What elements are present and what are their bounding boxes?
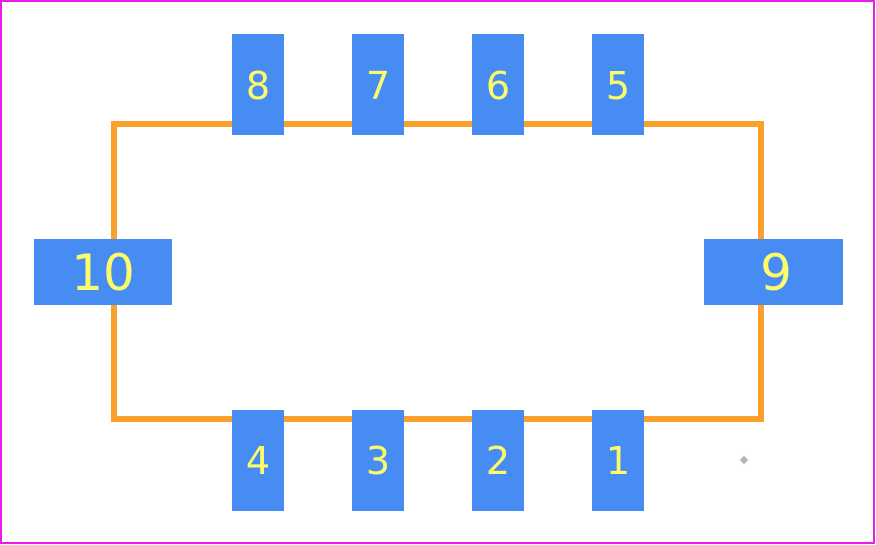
pad-8[interactable]: 8 [232, 34, 284, 135]
pad-6[interactable]: 6 [472, 34, 524, 135]
pad-3[interactable]: 3 [352, 410, 404, 511]
pad-10[interactable]: 10 [34, 239, 172, 305]
pad-4[interactable]: 4 [232, 410, 284, 511]
pad-5-label: 5 [606, 64, 630, 108]
pad-8-label: 8 [246, 64, 270, 108]
pad-2[interactable]: 2 [472, 410, 524, 511]
pad-9-label: 9 [760, 244, 792, 302]
silkscreen-outline [111, 121, 764, 422]
pad-1[interactable]: 1 [592, 410, 644, 511]
pad-5[interactable]: 5 [592, 34, 644, 135]
pad-3-label: 3 [366, 439, 390, 483]
pad-7-label: 7 [366, 64, 390, 108]
pad-10-label: 10 [71, 244, 135, 302]
pad-7[interactable]: 7 [352, 34, 404, 135]
pad-6-label: 6 [486, 64, 510, 108]
pad-9[interactable]: 9 [704, 239, 843, 305]
pad-2-label: 2 [486, 439, 510, 483]
origin-marker-icon [739, 455, 749, 465]
pad-1-label: 1 [606, 439, 630, 483]
pad-4-label: 4 [246, 439, 270, 483]
